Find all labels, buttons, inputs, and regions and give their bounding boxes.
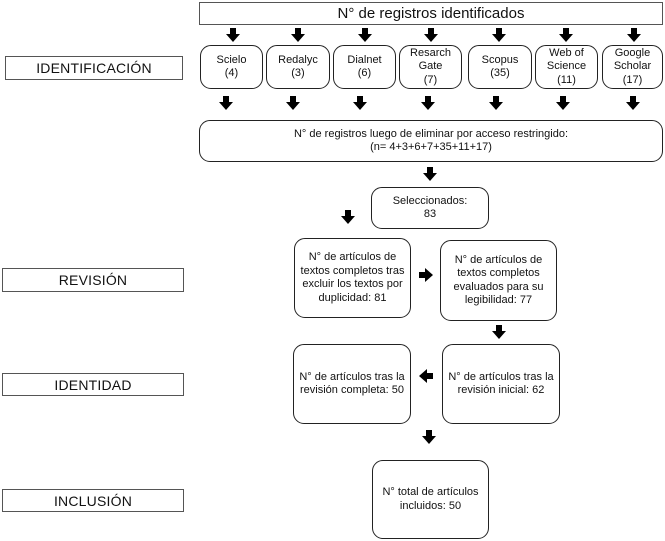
- complete-review-text: N° de artículos tras la revisión complet…: [299, 370, 405, 397]
- arrow-down-icon: [358, 28, 372, 42]
- source-name: Scielo: [216, 53, 247, 66]
- arrow-down-icon: [556, 96, 570, 110]
- selected-box: Seleccionados:83: [371, 187, 489, 229]
- source-count: (3): [291, 67, 305, 79]
- arrow-down-icon: [422, 430, 436, 444]
- source-count: (4): [224, 67, 239, 79]
- source-name: Redalyc: [278, 53, 318, 66]
- stage-label-text: IDENTIDAD: [54, 376, 132, 393]
- duplicates-text: N° de artículos de textos completos tras…: [300, 251, 405, 304]
- source-count: (7): [423, 73, 438, 86]
- arrow-down-icon: [559, 28, 573, 42]
- initial-review-box: N° de artículos tras la revisión inicial…: [442, 344, 560, 424]
- source-count: (35): [490, 67, 510, 79]
- header-title: N° de registros identificados: [337, 5, 525, 22]
- identified-records-header: N° de registros identificados: [199, 2, 663, 25]
- source-count: (6): [357, 67, 372, 79]
- source-box-googlescholar: Google Scholar(17): [602, 45, 663, 89]
- arrow-down-icon: [226, 28, 240, 42]
- arrow-down-icon: [626, 96, 640, 110]
- source-box-redalyc: Redalyc(3): [266, 45, 330, 89]
- readability-text: N° de artículos de textos completos eval…: [453, 253, 544, 307]
- arrow-down-icon: [492, 325, 506, 339]
- source-count: (17): [622, 73, 643, 86]
- arrow-right-icon: [419, 268, 433, 282]
- selected-label: Seleccionados:: [392, 194, 468, 207]
- arrow-down-icon: [341, 210, 355, 224]
- source-count: (11): [557, 73, 576, 86]
- readability-box: N° de artículos de textos completos eval…: [440, 240, 557, 321]
- arrow-down-icon: [421, 96, 435, 110]
- source-box-researchgate: Resarch Gate(7): [399, 45, 462, 89]
- stage-label-identidad: IDENTIDAD: [2, 373, 184, 396]
- arrow-down-icon: [286, 96, 300, 110]
- after-restriction-box: N° de registros luego de eliminar por ac…: [199, 120, 663, 162]
- arrow-down-icon: [489, 96, 503, 110]
- source-name: Web of Science: [546, 46, 587, 73]
- after-restriction-line2: (n= 4+3+6+7+35+11+17): [370, 141, 492, 153]
- complete-review-box: N° de artículos tras la revisión complet…: [293, 344, 411, 424]
- arrow-down-icon: [291, 28, 305, 42]
- stage-label-text: REVISIÓN: [58, 272, 128, 288]
- included-text: N° total de artículos incluidos: 50: [382, 486, 479, 512]
- arrow-down-icon: [353, 96, 367, 110]
- source-box-webofscience: Web of Science(11): [535, 45, 598, 89]
- arrow-down-icon: [492, 28, 506, 42]
- after-restriction-line1: N° de registros luego de eliminar por ac…: [293, 127, 569, 140]
- initial-review-text: N° de artículos tras la revisión inicial…: [448, 370, 554, 397]
- stage-label-text: IDENTIFICACIÓN: [36, 60, 152, 76]
- arrow-down-icon: [219, 96, 233, 110]
- source-name: Dialnet: [347, 53, 382, 66]
- source-name: Scopus: [481, 53, 519, 66]
- source-name: Resarch Gate: [410, 46, 451, 73]
- source-box-dialnet: Dialnet(6): [333, 45, 396, 89]
- stage-label-text: INCLUSIÓN: [53, 492, 133, 509]
- source-box-scopus: Scopus(35): [468, 45, 532, 89]
- arrow-down-icon: [627, 28, 641, 42]
- source-box-scielo: Scielo(4): [200, 45, 263, 89]
- stage-label-identificacion: IDENTIFICACIÓN: [5, 56, 183, 80]
- selected-value: 83: [423, 208, 437, 220]
- included-box: N° total de artículos incluidos: 50: [372, 460, 489, 539]
- arrow-left-icon: [419, 369, 433, 383]
- arrow-down-icon: [424, 28, 438, 42]
- stage-label-revision: REVISIÓN: [2, 268, 184, 292]
- source-name: Google Scholar: [613, 46, 652, 73]
- duplicates-box: N° de artículos de textos completos tras…: [294, 238, 411, 318]
- arrow-down-icon: [423, 167, 437, 181]
- stage-label-inclusion: INCLUSIÓN: [2, 489, 184, 512]
